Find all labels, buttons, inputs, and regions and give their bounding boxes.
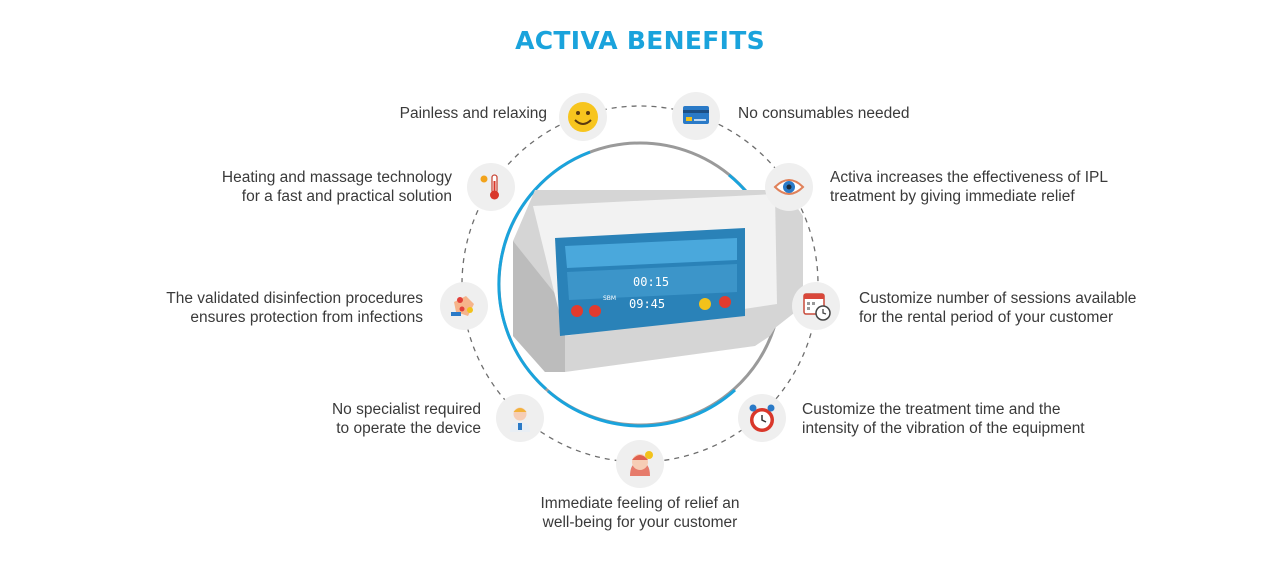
- smiley-icon: [559, 93, 607, 141]
- benefit-label-ipl-effectiveness: Activa increases the effectiveness of IP…: [830, 169, 1109, 205]
- relaxed-woman-icon: [616, 440, 664, 488]
- benefit-label-sessions: Customize number of sessions available f…: [859, 290, 1137, 326]
- benefit-label-relief: Immediate feeling of relief an well-bein…: [540, 495, 740, 531]
- inner-blue-arc-left: [497, 150, 591, 391]
- benefit-label-heating: Heating and massage technology for a fas…: [221, 169, 452, 205]
- credit-card-icon: [672, 92, 720, 140]
- eye-icon: [765, 163, 813, 211]
- benefit-label-painless: Painless and relaxing: [399, 105, 547, 122]
- device-brand: SBM: [603, 295, 616, 302]
- device-time-top: 00:15: [633, 275, 669, 289]
- benefit-label-no-specialist: No specialist required to operate the de…: [331, 401, 481, 437]
- disinfection-hands-icon: [440, 282, 488, 330]
- alarm-clock-icon: [738, 394, 786, 442]
- benefit-label-treatment-time: Customize the treatment time and the int…: [802, 401, 1085, 437]
- thermometer-icon: [467, 163, 515, 211]
- benefit-label-disinfection: The validated disinfection procedures en…: [166, 290, 423, 326]
- page-title: ACTIVA BENEFITS: [515, 26, 765, 55]
- calendar-clock-icon: [792, 282, 840, 330]
- benefit-label-no-consumables: No consumables needed: [738, 105, 910, 122]
- activa-device: 00:15 09:45 SBM: [513, 190, 803, 372]
- inner-blue-arc-bottom: [547, 388, 736, 428]
- device-time-bottom: 09:45: [629, 297, 665, 311]
- doctor-icon: [496, 394, 544, 442]
